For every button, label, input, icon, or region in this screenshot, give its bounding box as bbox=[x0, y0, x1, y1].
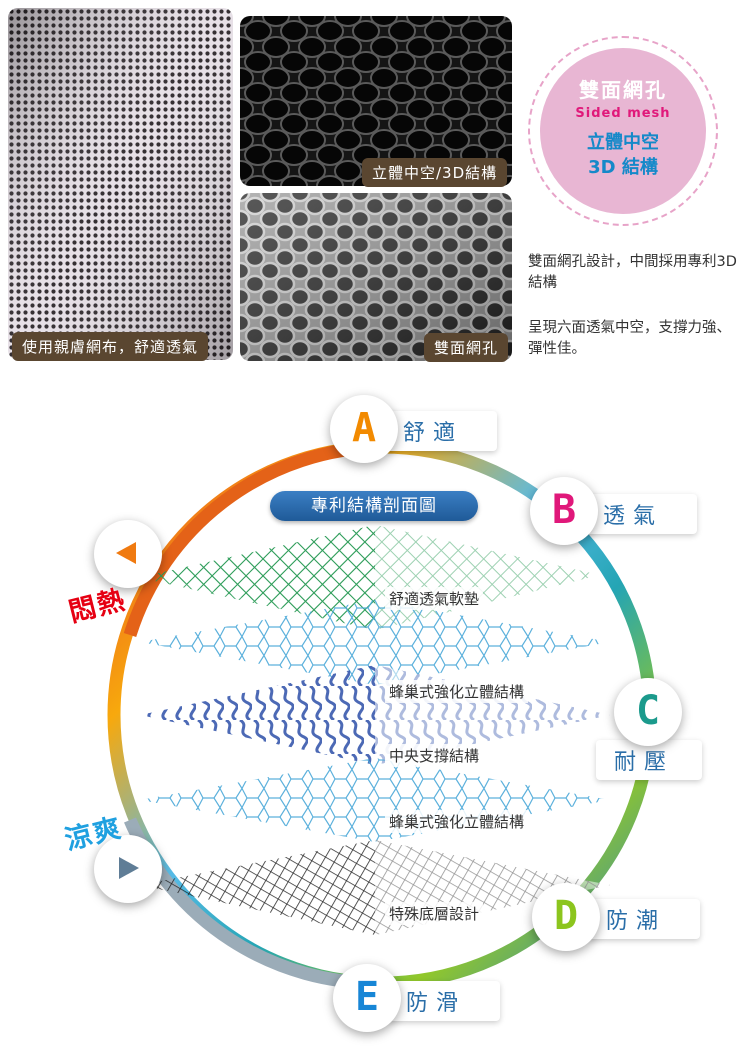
hex-3d-structure-caption: 立體中空/3D結構 bbox=[362, 158, 508, 187]
node-a: A bbox=[330, 395, 398, 463]
description-paragraph-1: 雙面網孔設計，中間採用專利3D結構 bbox=[528, 254, 737, 291]
sided-mesh-badge: 雙面網孔 Sided mesh 立體中空 3D 結構 bbox=[528, 36, 718, 226]
play-right-icon bbox=[94, 835, 162, 903]
node-e-letter: E bbox=[354, 974, 380, 1020]
description-paragraph-2: 呈現六面透氣中空，支撐力強、彈性佳。 bbox=[528, 320, 731, 357]
node-c: C bbox=[614, 678, 682, 746]
node-e-label: 防滑 bbox=[388, 981, 500, 1021]
play-left-icon bbox=[94, 520, 162, 588]
badge-title: 雙面網孔 bbox=[579, 78, 667, 102]
layer-label-1: 舒適透氣軟墊 bbox=[385, 587, 484, 610]
layer-label-2: 蜂巢式強化立體結構 bbox=[385, 680, 529, 703]
node-c-label: 耐壓 bbox=[596, 740, 702, 780]
badge-fill: 雙面網孔 Sided mesh 立體中空 3D 結構 bbox=[540, 48, 706, 214]
double-sided-mesh-caption: 雙面網孔 bbox=[424, 333, 509, 362]
node-d: D bbox=[532, 883, 600, 951]
node-c-letter: C bbox=[635, 688, 661, 734]
node-e: E bbox=[333, 964, 401, 1032]
node-b: B bbox=[530, 477, 598, 545]
mesh-fabric-photo bbox=[8, 8, 233, 360]
node-b-letter: B bbox=[551, 487, 577, 533]
badge-line-2: 3D 結構 bbox=[588, 157, 658, 178]
node-d-label: 防潮 bbox=[588, 899, 700, 939]
badge-english-subtitle: Sided mesh bbox=[575, 106, 671, 121]
badge-line-1: 立體中空 bbox=[587, 132, 659, 153]
layer-label-5: 特殊底層設計 bbox=[385, 902, 484, 925]
node-b-label: 透氣 bbox=[585, 494, 697, 534]
patent-structure-title: 專利結構剖面圖 bbox=[270, 491, 478, 521]
hex-3d-structure-photo bbox=[240, 16, 512, 186]
node-a-letter: A bbox=[351, 405, 377, 451]
node-d-letter: D bbox=[553, 893, 579, 939]
layer-label-4: 蜂巢式強化立體結構 bbox=[385, 810, 529, 833]
layer-label-3: 中央支撐結構 bbox=[385, 744, 484, 767]
mesh-fabric-caption: 使用親膚網布，舒適透氣 bbox=[12, 332, 209, 361]
node-a-label: 舒適 bbox=[385, 411, 497, 451]
